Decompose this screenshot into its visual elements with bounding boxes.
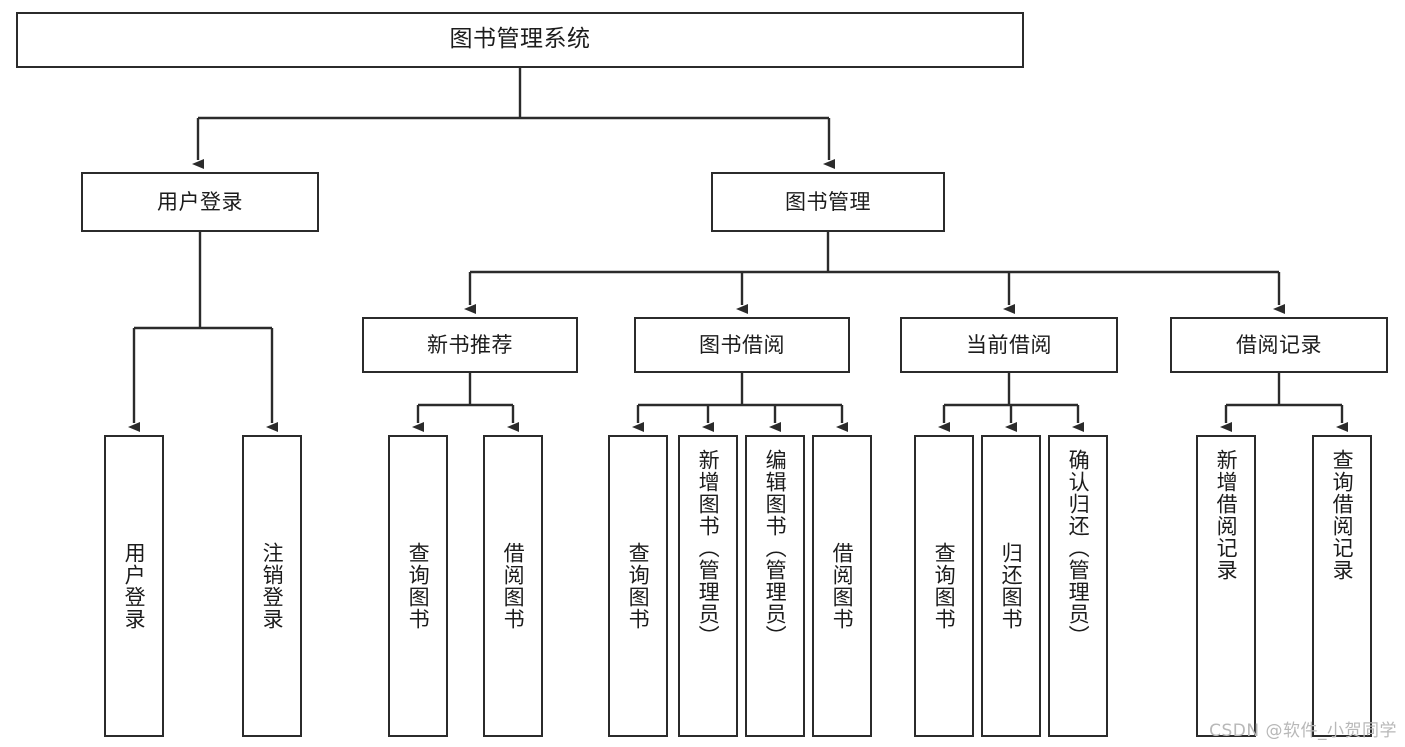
node-leaf-query-book-3-label: 查询图书 xyxy=(932,542,957,630)
node-user-login-label: 用户登录 xyxy=(157,189,243,214)
node-book-borrow[interactable]: 图书借阅 xyxy=(634,317,850,373)
node-book-borrow-label: 图书借阅 xyxy=(699,332,785,357)
node-leaf-query-book-3[interactable]: 查询图书 xyxy=(914,435,974,737)
node-leaf-query-borrow-rec[interactable]: 查询借阅记录 xyxy=(1312,435,1372,737)
node-current-borrow[interactable]: 当前借阅 xyxy=(900,317,1118,373)
node-leaf-borrow-book-2-label: 借阅图书 xyxy=(830,542,855,630)
node-root[interactable]: 图书管理系统 xyxy=(16,12,1024,68)
node-book-manage-label: 图书管理 xyxy=(785,189,871,214)
node-leaf-return-book[interactable]: 归还图书 xyxy=(981,435,1041,737)
node-leaf-query-book-2[interactable]: 查询图书 xyxy=(608,435,668,737)
node-leaf-borrow-book-1[interactable]: 借阅图书 xyxy=(483,435,543,737)
node-leaf-edit-book[interactable]: 编辑图书（管理员） xyxy=(745,435,805,737)
node-leaf-borrow-book-2[interactable]: 借阅图书 xyxy=(812,435,872,737)
node-user-login[interactable]: 用户登录 xyxy=(81,172,319,232)
node-leaf-add-book-label: 新增图书（管理员） xyxy=(696,449,721,647)
node-leaf-query-book-2-label: 查询图书 xyxy=(626,542,651,630)
node-leaf-confirm-return-label: 确认归还（管理员） xyxy=(1066,449,1091,647)
node-borrow-record-label: 借阅记录 xyxy=(1236,332,1322,357)
node-leaf-add-book[interactable]: 新增图书（管理员） xyxy=(678,435,738,737)
node-leaf-return-book-label: 归还图书 xyxy=(999,542,1024,630)
node-leaf-user-login-label: 用户登录 xyxy=(122,542,147,630)
node-leaf-query-book-1-label: 查询图书 xyxy=(406,542,431,630)
node-leaf-user-login[interactable]: 用户登录 xyxy=(104,435,164,737)
node-book-manage[interactable]: 图书管理 xyxy=(711,172,945,232)
node-leaf-edit-book-label: 编辑图书（管理员） xyxy=(763,449,788,647)
node-new-book-recommend-label: 新书推荐 xyxy=(427,332,513,357)
node-leaf-borrow-book-1-label: 借阅图书 xyxy=(501,542,526,630)
node-root-label: 图书管理系统 xyxy=(449,26,591,53)
node-leaf-add-borrow-rec-label: 新增借阅记录 xyxy=(1214,449,1239,581)
watermark: CSDN @软件_小贺同学 xyxy=(1209,721,1397,741)
node-borrow-record[interactable]: 借阅记录 xyxy=(1170,317,1388,373)
node-leaf-query-book-1[interactable]: 查询图书 xyxy=(388,435,448,737)
node-leaf-query-borrow-rec-label: 查询借阅记录 xyxy=(1330,449,1355,581)
node-leaf-add-borrow-rec[interactable]: 新增借阅记录 xyxy=(1196,435,1256,737)
node-current-borrow-label: 当前借阅 xyxy=(966,332,1052,357)
node-new-book-recommend[interactable]: 新书推荐 xyxy=(362,317,578,373)
node-leaf-confirm-return[interactable]: 确认归还（管理员） xyxy=(1048,435,1108,737)
node-leaf-user-logout[interactable]: 注销登录 xyxy=(242,435,302,737)
node-leaf-user-logout-label: 注销登录 xyxy=(260,542,285,630)
